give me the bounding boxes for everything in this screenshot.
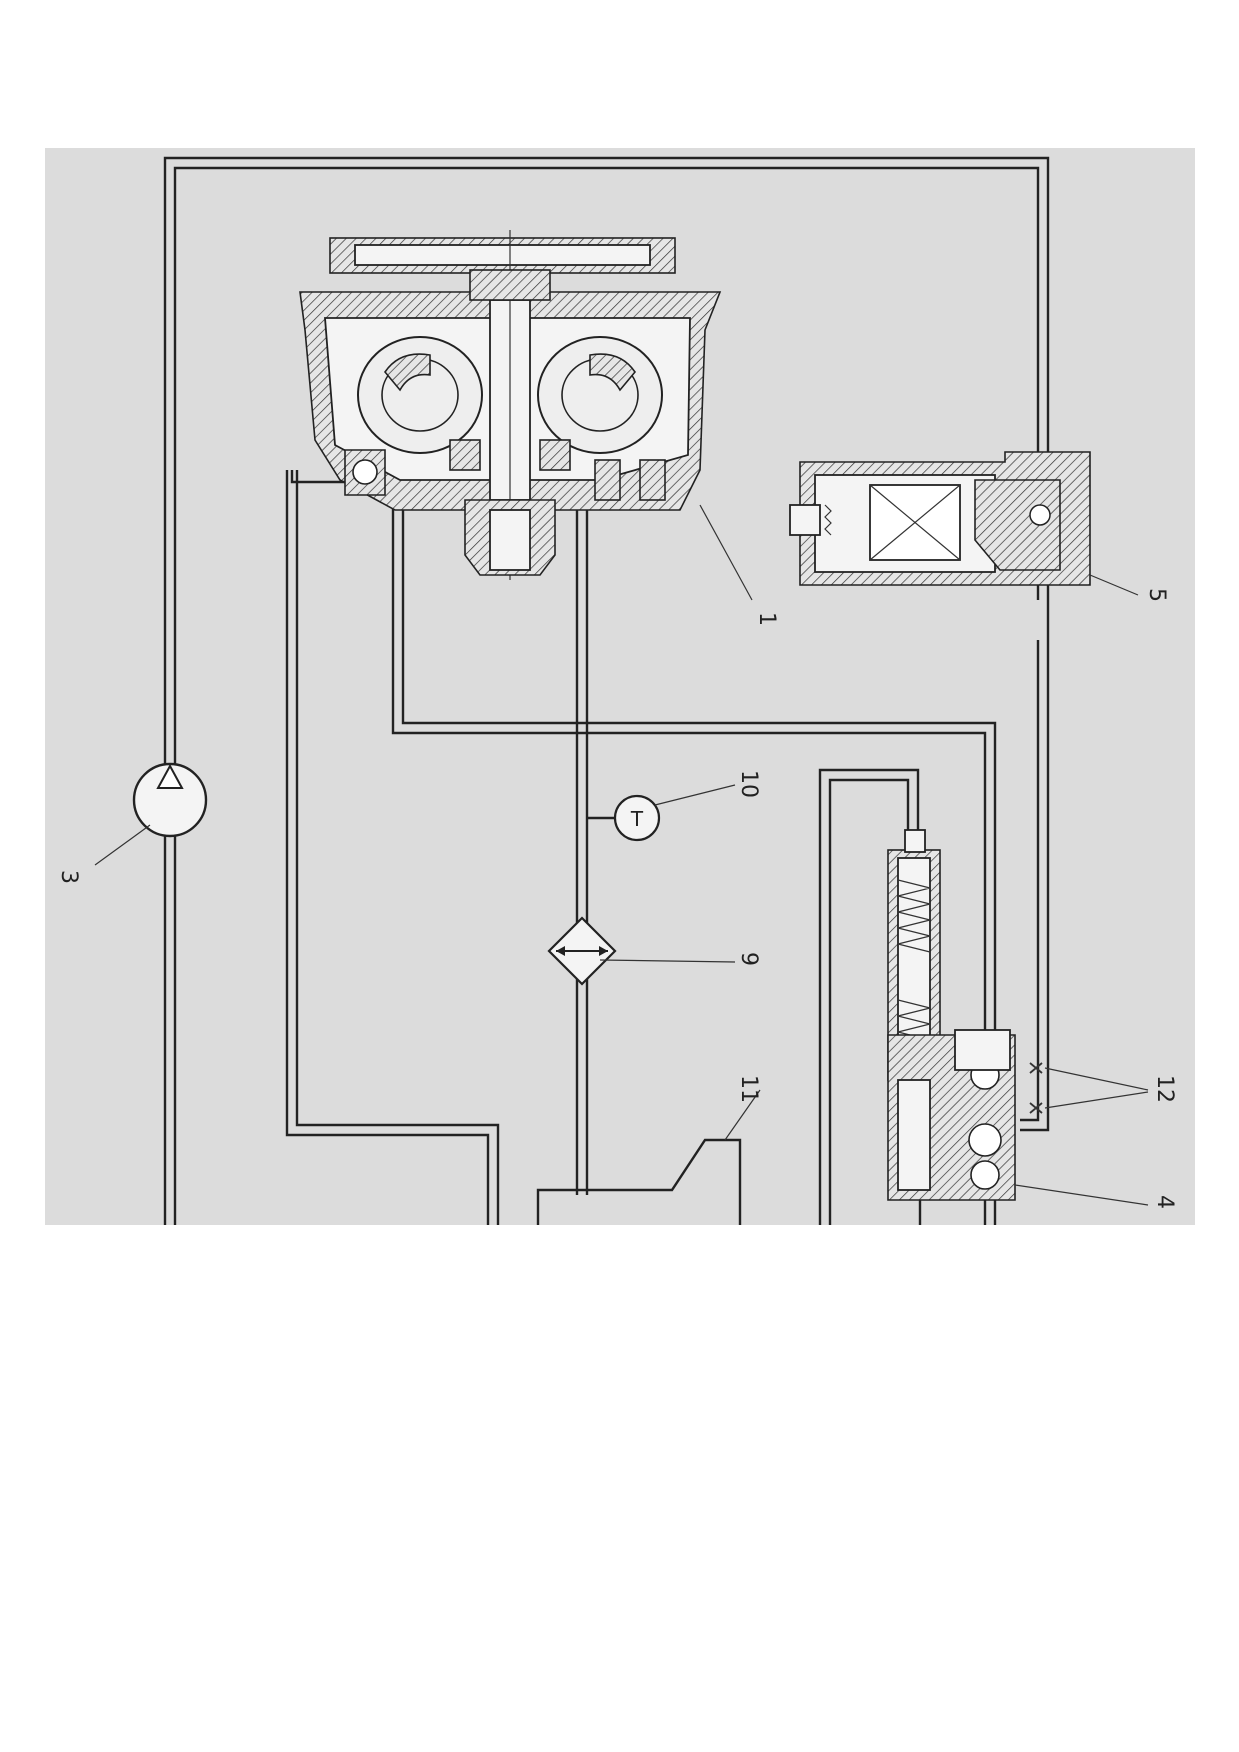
label-9: 9 bbox=[736, 952, 761, 966]
label-11: 11 bbox=[736, 1075, 761, 1103]
label-3: 3 bbox=[56, 870, 81, 884]
component-labels: 1 3 4 5 9 10 11 12 bbox=[56, 588, 1177, 1209]
solenoid-valve-5 bbox=[789, 451, 1139, 596]
thermometer-symbol: T bbox=[630, 807, 644, 831]
label-5: 5 bbox=[1144, 588, 1169, 602]
pump-3 bbox=[94, 762, 208, 866]
thermometer-10: T bbox=[613, 784, 736, 842]
fluid-coupling-1 bbox=[290, 230, 753, 601]
heat-exchanger-9 bbox=[547, 916, 736, 986]
pump-triangle-icon bbox=[156, 763, 184, 789]
tank-11 bbox=[536, 1089, 761, 1225]
pressure-valve-4 bbox=[887, 829, 1149, 1206]
label-1: 1 bbox=[754, 612, 779, 626]
orifice-marks-12 bbox=[1029, 1062, 1149, 1114]
label-4: 4 bbox=[1152, 1195, 1177, 1209]
label-12: 12 bbox=[1152, 1075, 1177, 1103]
label-10: 10 bbox=[736, 770, 761, 798]
